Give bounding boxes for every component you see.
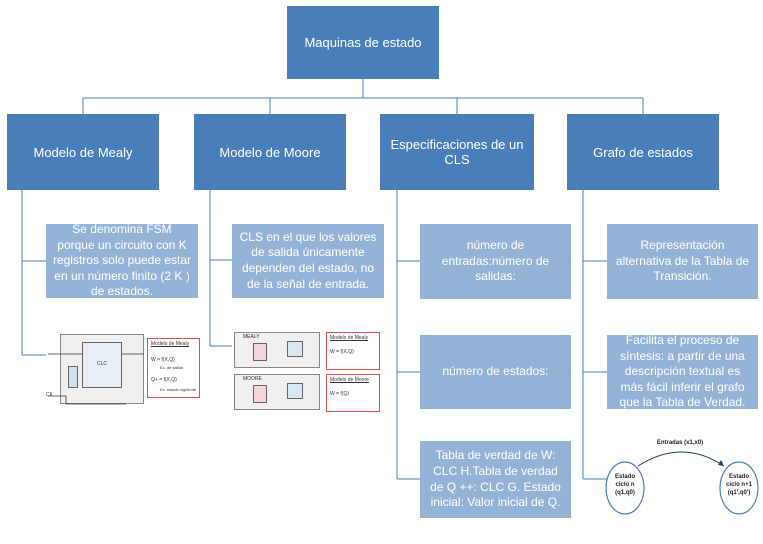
state-a-label: Estado ciclo n (q1,q0) bbox=[614, 474, 635, 496]
moore-mini-frame: MOORE bbox=[234, 374, 320, 410]
spec-item-text: Tabla de verdad de W: CLC H.Tabla de ver… bbox=[430, 448, 561, 510]
spec-item-truth-tables: Tabla de verdad de W: CLC H.Tabla de ver… bbox=[420, 441, 571, 518]
mealy-eq-state-caption: Ec. estado siguiente bbox=[160, 387, 197, 392]
mealy-mini-clc bbox=[253, 343, 267, 361]
category-label: Especificaciones de un CLS bbox=[390, 137, 524, 167]
category-moore: Modelo de Moore bbox=[194, 114, 346, 190]
mealy-figure-title: Modelo de Mealy bbox=[151, 341, 190, 347]
graph-item-alternative: Representación alternativa de la Tabla d… bbox=[607, 224, 758, 299]
clock-label: CK bbox=[46, 392, 53, 398]
mealy-mini-clc2 bbox=[287, 341, 303, 357]
spec-item-text: número de estados: bbox=[442, 364, 549, 379]
mealy-mini-frame: MEALY bbox=[234, 332, 320, 368]
graph-item-text: Representación alternativa de la Tabla d… bbox=[615, 238, 750, 284]
mealy-mini-eq: W = f(X,Q) bbox=[330, 349, 354, 355]
moore-mini-note: Modelo de Moore bbox=[330, 377, 369, 383]
moore-description: CLS en el que los valores de salida únic… bbox=[232, 224, 384, 298]
moore-mini-clc bbox=[253, 385, 267, 403]
mealy-mini-title: MEALY bbox=[243, 334, 260, 340]
transition-arrowhead bbox=[718, 460, 724, 466]
category-label: Modelo de Moore bbox=[219, 144, 321, 160]
mealy-eq-output-caption: Ec. de salida bbox=[160, 365, 183, 370]
moore-mini-title: MOORE bbox=[243, 376, 262, 382]
mealy-mini-note: Modelo de Mealy bbox=[330, 335, 369, 341]
mealy-description: Se denomina FSM porque un circuito con K… bbox=[46, 222, 198, 299]
moore-description-text: CLS en el que los valores de salida únic… bbox=[239, 229, 377, 291]
mealy-eq-state: Q+ = f(X,Q) bbox=[151, 377, 177, 383]
mealy-equations-box: Modelo de Mealy W = f(X,Q) Ec. de salida… bbox=[147, 338, 200, 398]
mealy-description-text: Se denomina FSM porque un circuito con K… bbox=[52, 222, 192, 299]
state-graph-svg bbox=[605, 451, 759, 515]
mealy-mini-equations: Modelo de Mealy W = f(X,Q) bbox=[326, 332, 380, 370]
root-label: Maquinas de estado bbox=[304, 35, 422, 50]
clc-label: CLC bbox=[97, 361, 108, 367]
moore-mini-equations: Modelo de Moore W = f(Q) bbox=[326, 374, 380, 412]
mealy-circuit-figure: CLC CK Modelo de Mealy W = f(X,Q) Ec. de… bbox=[46, 334, 206, 408]
category-specs: Especificaciones de un CLS bbox=[380, 114, 534, 190]
graph-item-synthesis: Facilita el proceso de síntesis: a parti… bbox=[607, 333, 758, 410]
category-label: Grafo de estados bbox=[593, 144, 693, 160]
root-node: Maquinas de estado bbox=[287, 6, 439, 79]
moore-circuit-figure: MEALY Modelo de Mealy W = f(X,Q) MOORE M… bbox=[232, 330, 384, 412]
spec-item-inputs-outputs: número de entradas:número de salidas: bbox=[420, 224, 571, 299]
moore-mini-clc2 bbox=[287, 383, 303, 399]
graph-item-text: Facilita el proceso de síntesis: a parti… bbox=[619, 333, 746, 410]
spec-item-text: número de entradas:número de salidas: bbox=[441, 238, 550, 284]
category-label: Modelo de Mealy bbox=[33, 144, 133, 160]
state-node-b bbox=[719, 461, 759, 515]
spec-item-states: número de estados: bbox=[420, 335, 571, 409]
category-graph: Grafo de estados bbox=[567, 114, 719, 190]
mealy-eq-output: W = f(X,Q) bbox=[151, 357, 175, 363]
state-graph-figure: Entradas (x1,x0) Estado ciclo n (q1,q0) … bbox=[600, 434, 760, 518]
mealy-wires bbox=[48, 353, 144, 405]
moore-mini-eq: W = f(Q) bbox=[330, 391, 350, 397]
state-node-a bbox=[605, 461, 645, 515]
register-block bbox=[68, 366, 78, 388]
clc-block: CLC bbox=[82, 342, 122, 388]
transition-label: Entradas (x1,x0) bbox=[656, 440, 704, 446]
category-mealy: Modelo de Mealy bbox=[7, 114, 159, 190]
transition-edge bbox=[637, 451, 725, 467]
state-b-label: Estado ciclo n+1 (q1',q0') bbox=[726, 474, 752, 496]
